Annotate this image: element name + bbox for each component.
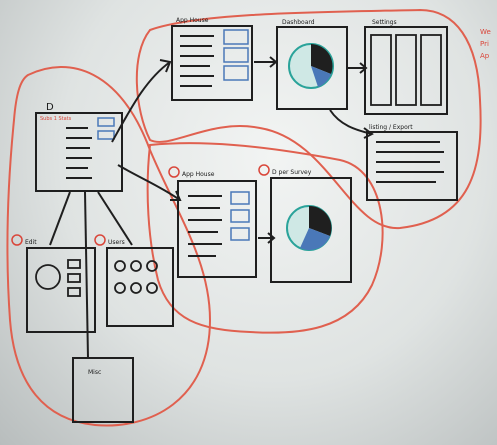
app-house-mid-title: App House xyxy=(182,171,215,178)
edit-title: Edit xyxy=(25,239,37,246)
app-house-top-title: App House xyxy=(176,17,209,24)
margin-note-line-2: Pri xyxy=(480,40,489,48)
star-marker-d-survey xyxy=(258,164,270,176)
d-main-title: D xyxy=(46,102,54,113)
line-d-to-misc xyxy=(84,191,89,359)
misc-screen xyxy=(72,357,134,423)
lasso-top-group xyxy=(135,8,482,230)
listing-export-title: listing / Export xyxy=(369,124,413,131)
arrowhead xyxy=(159,59,172,73)
d-main-text-lines xyxy=(66,127,92,179)
settings-screen xyxy=(364,26,448,115)
d-main-subtitle: Subs 1 Stats xyxy=(40,116,72,122)
settings-columns xyxy=(370,34,442,106)
d-survey-pie-chart xyxy=(286,205,332,251)
misc-title: Misc xyxy=(88,369,101,376)
dashboard-title: Dashboard xyxy=(282,19,315,26)
app-house-top-text-lines xyxy=(180,35,214,87)
app-house-top-widgets xyxy=(223,29,249,81)
app-house-mid-text-lines xyxy=(188,195,222,257)
lasso-left-group xyxy=(6,66,212,427)
d-main-widgets xyxy=(97,117,115,140)
margin-note-line-3: Ap xyxy=(480,52,490,60)
app-house-top-screen xyxy=(171,25,253,101)
d-main-screen xyxy=(35,112,123,192)
edit-widgets xyxy=(35,259,81,297)
dashboard-screen xyxy=(276,26,348,110)
app-house-mid-widgets xyxy=(230,191,250,241)
dashboard-pie-chart xyxy=(288,43,334,89)
star-marker-edit xyxy=(11,234,23,246)
listing-export-screen xyxy=(366,131,458,201)
d-survey-title: D per Survey xyxy=(272,169,312,176)
edit-screen xyxy=(26,247,96,333)
arrow-d-to-app-house-top xyxy=(111,61,171,143)
margin-note-line-1: We xyxy=(480,28,491,36)
margin-note: We Pri Ap xyxy=(480,28,491,60)
line-d-to-edit xyxy=(49,191,71,246)
settings-title: Settings xyxy=(372,19,397,26)
star-marker-app-house-mid xyxy=(168,166,180,178)
users-avatar-grid xyxy=(114,260,158,294)
app-house-mid-screen xyxy=(177,180,257,278)
d-survey-screen xyxy=(270,177,352,283)
lasso-middle-group xyxy=(146,142,384,334)
users-screen xyxy=(106,247,174,327)
arrow-d-to-app-house-mid xyxy=(117,164,181,201)
star-marker-users xyxy=(94,234,106,246)
line-d-to-users xyxy=(97,191,133,246)
users-title: Users xyxy=(108,239,125,246)
listing-export-text-lines xyxy=(376,141,444,183)
